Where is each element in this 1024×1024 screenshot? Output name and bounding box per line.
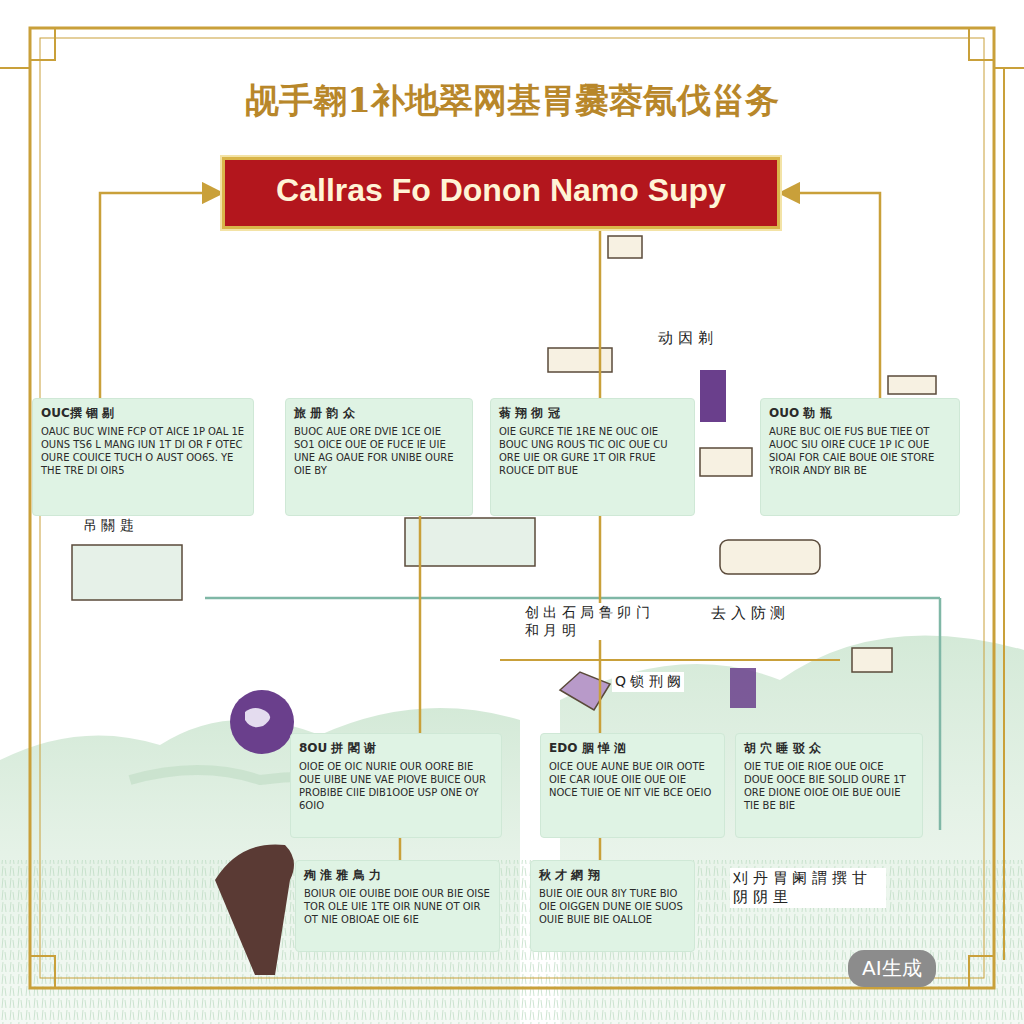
icon (608, 236, 642, 258)
node-heading: 蓊 翔 彻 冠 (499, 405, 686, 422)
connector (780, 193, 880, 398)
purple-seal (230, 690, 294, 754)
node-body: OIOE OE OIC NURIE OUR OORE BIE OUE UIBE … (299, 760, 493, 812)
node-body: OICE OUE AUNE BUE OIR OOTE OIE CAR IOUE … (549, 760, 716, 799)
teal-rule (205, 597, 940, 600)
connector (399, 838, 402, 860)
seal-mark (245, 708, 270, 727)
connector (599, 229, 602, 398)
icon (888, 376, 936, 394)
process-box: 殉 淮 雅 鳥 力 BOIUR OIE OUIBE DOIE OUR BIE OI… (295, 860, 500, 952)
node-heading: Callras Fo Donon Namo Supy (235, 172, 767, 209)
process-box: 胡 穴 睡 驳 众 OIE TUE OIE RIOE OUE OICE DOUE … (735, 733, 923, 838)
node-heading: 旅 册 韵 众 (294, 405, 464, 422)
process-box: 旅 册 韵 众 BUOC AUE ORE DVIE 1CE OIE SO1 OIC… (285, 398, 473, 516)
purple-block (700, 370, 726, 422)
node-heading: 殉 淮 雅 鳥 力 (304, 867, 491, 884)
title-banner: Callras Fo Donon Namo Supy (222, 157, 780, 229)
node-body: BUOC AUE ORE DVIE 1CE OIE SO1 OICE OUE O… (294, 425, 464, 477)
frame-edge (0, 68, 1024, 960)
process-box: OUC撰 锢 剔 OAUC BUC WINE FCP OT AICE 1P OAL… (32, 398, 254, 516)
grass-texture (0, 860, 1024, 1024)
icon (548, 348, 612, 372)
icon (700, 448, 752, 476)
watermark: AI生成 (848, 950, 936, 987)
node-heading: 胡 穴 睡 驳 众 (744, 740, 914, 757)
text-label: 刈 丹 胃 阑 謂 撰 甘 阴 阴 里 (730, 868, 886, 908)
process-box: 秋 才 網 翔 BUIE OIE OUR 8IY TURE BIO OIE OIG… (530, 860, 695, 952)
text-label: 去 入 防 测 (708, 603, 788, 624)
diagram-title: 觇手翱1补地翠网基胃爨蓉氝伐甾务 (40, 78, 984, 124)
text-label: Q 锁 刑 阙 (612, 672, 684, 692)
frame-corner (30, 28, 994, 988)
node-heading: EDO 胭 惮 汹 (549, 740, 716, 757)
node-body: BOIUR OIE OUIBE DOIE OUR BIE OISE TOR OL… (304, 887, 491, 926)
purple-block (730, 668, 756, 708)
process-box: 蓊 翔 彻 冠 OIE GURCE TIE 1RE NE OUC OIE BOUC… (490, 398, 695, 516)
node-body: OIE TUE OIE RIOE OUE OICE DOUE OOCE BIE … (744, 760, 914, 812)
icon (852, 648, 892, 672)
connector (599, 838, 602, 860)
gold-rule (500, 659, 840, 661)
text-label: 创 出 石 局 鲁 卯 门 和 月 明 (522, 603, 658, 640)
connector (419, 516, 422, 733)
icon (405, 518, 535, 566)
teal-rule (939, 598, 942, 830)
icon (72, 545, 182, 600)
process-box: 8OU 拼 閣 谢 OIOE OE OIC NURIE OUR OORE BIE … (290, 733, 502, 838)
node-body: OIE GURCE TIE 1RE NE OUC OIE BOUC UNG RO… (499, 425, 686, 477)
node-body: BUIE OIE OUR 8IY TURE BIO OIE OIGGEN DUN… (539, 887, 686, 926)
text-label: 吊 關 韪 (80, 516, 137, 536)
node-heading: 8OU 拼 閣 谢 (299, 740, 493, 757)
connector (100, 193, 222, 398)
icon (560, 672, 610, 710)
node-body: OAUC BUC WINE FCP OT AICE 1P OAL 1E OUNS… (41, 425, 245, 477)
landscape (0, 635, 1024, 1024)
node-body: AURE BUC OIE FUS BUE TIEE OT AUOC SIU OI… (769, 425, 951, 477)
process-box: EDO 胭 惮 汹 OICE OUE AUNE BUE OIR OOTE OIE … (540, 733, 725, 838)
gold-frame (0, 28, 1024, 988)
text-label: 动 因 剃 (655, 328, 716, 349)
icon (720, 540, 820, 574)
frame-outer (30, 28, 994, 988)
process-box: OUO 勒 瓶 AURE BUC OIE FUS BUE TIEE OT AUOC… (760, 398, 960, 516)
brush-figure (215, 844, 294, 975)
node-heading: OUC撰 锢 剔 (41, 405, 245, 422)
node-heading: 秋 才 網 翔 (539, 867, 686, 884)
node-heading: OUO 勒 瓶 (769, 405, 951, 422)
